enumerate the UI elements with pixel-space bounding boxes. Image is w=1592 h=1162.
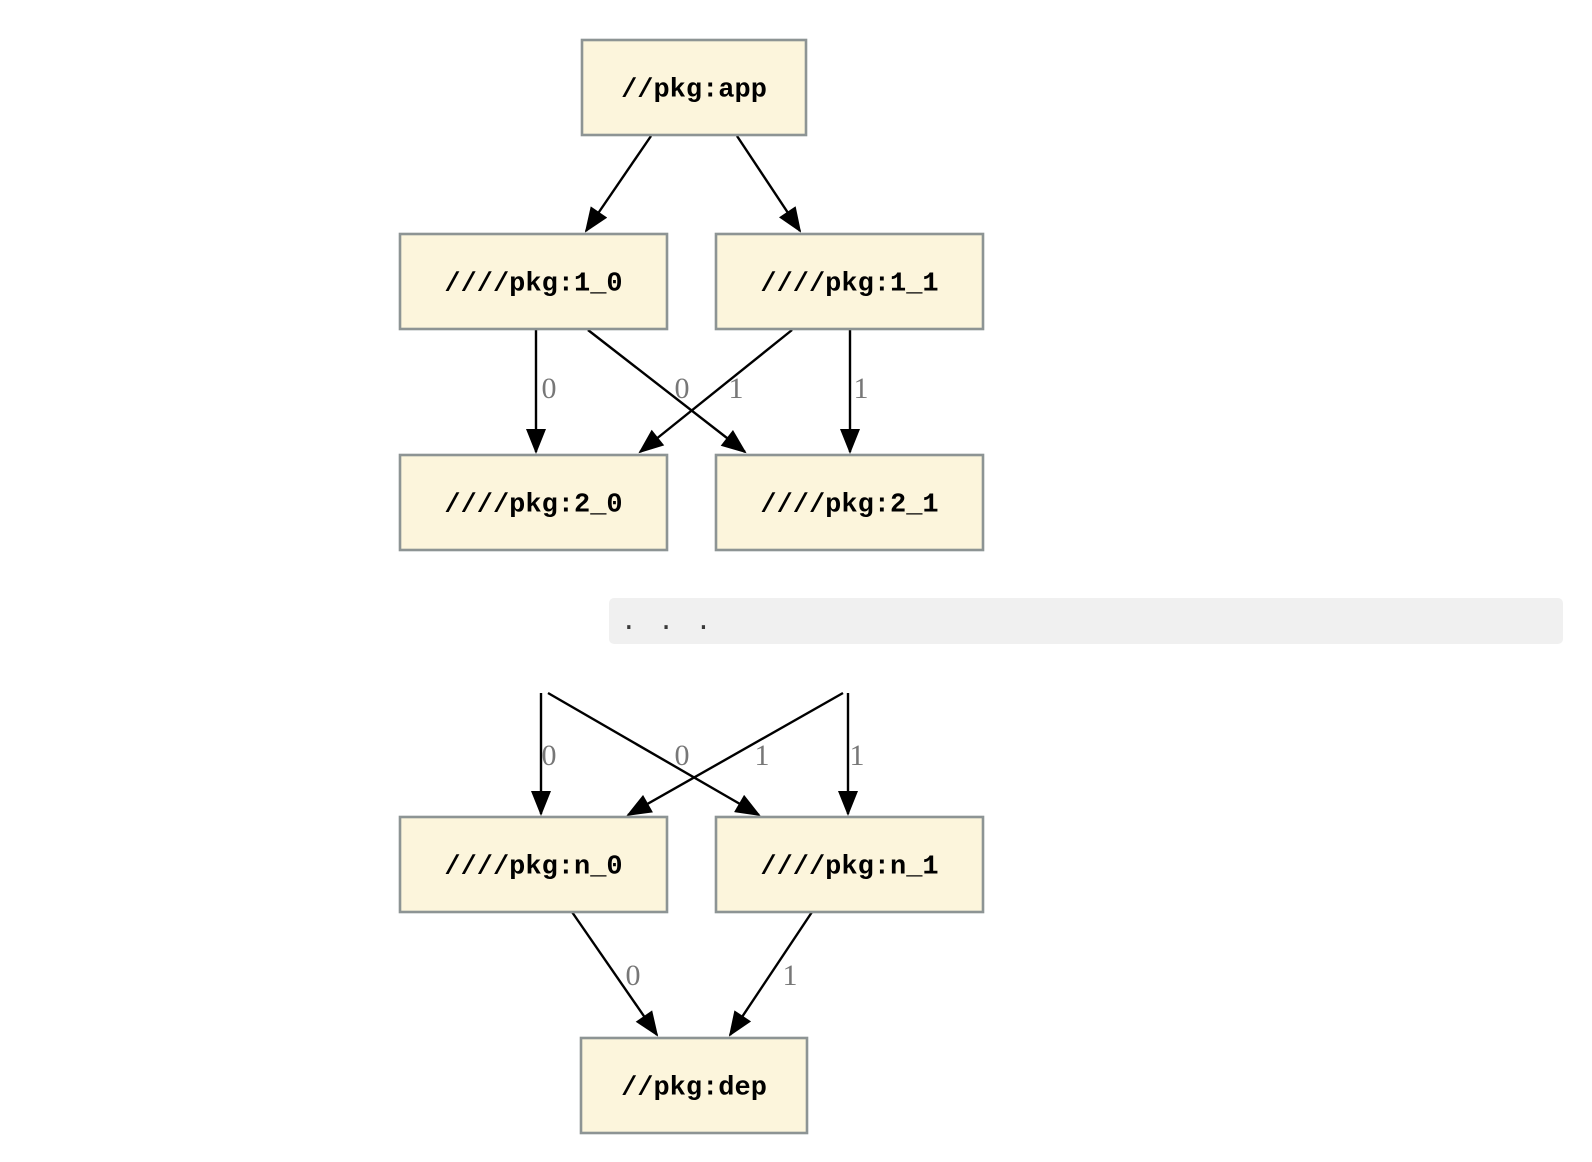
node-pkg-n_0: ////pkg:n_0: [398, 815, 669, 914]
edge-label-pkg-1_0-to-pkg-2_0: 0: [542, 372, 557, 405]
edge-pkg-n_1-to-pkg-dep: [728, 911, 813, 1037]
node-box-pkg-dep: [579, 1036, 809, 1135]
node-box-pkg-2_0: [398, 453, 669, 552]
edge-label-hidden-left-to-pkg-n_0: 0: [542, 739, 557, 772]
edge-pkg-app-to-pkg-1_1: [735, 135, 802, 233]
node-box-pkg-2_1: [714, 453, 985, 552]
edge-pkg-1_1-to-pkg-2_0: [638, 329, 793, 454]
edge-hidden-left-to-pkg-n_1: [547, 691, 761, 817]
node-label-pkg-1_0: ////pkg:1_0: [444, 270, 622, 300]
node-box-pkg-1_1: [714, 232, 985, 331]
node-box-pkg-n_1: [714, 815, 985, 914]
edge-label-pkg-n_0-to-pkg-dep: 0: [626, 959, 641, 992]
node-label-pkg-2_1: ////pkg:2_1: [760, 491, 938, 521]
edge-label-pkg-1_0-to-pkg-2_1: 1: [729, 372, 744, 405]
node-pkg-2_1: ////pkg:2_1: [714, 453, 985, 552]
node-pkg-2_0: ////pkg:2_0: [398, 453, 669, 552]
edge-label-hidden-left-to-pkg-n_1: 1: [755, 739, 770, 772]
node-pkg-dep: //pkg:dep: [579, 1036, 809, 1135]
edge-label-pkg-1_1-to-pkg-2_1: 1: [854, 372, 869, 405]
node-box-pkg-n_0: [398, 815, 669, 914]
node-label-pkg-dep: //pkg:dep: [621, 1074, 767, 1104]
node-label-pkg-2_0: ////pkg:2_0: [444, 491, 622, 521]
edge-label-pkg-n_1-to-pkg-dep: 1: [783, 959, 798, 992]
node-box-pkg-app: [580, 38, 808, 137]
edge-label-pkg-1_1-to-pkg-2_0: 0: [675, 372, 690, 405]
node-pkg-app: //pkg:app: [580, 38, 808, 137]
edge-label-hidden-right-to-pkg-n_1: 1: [850, 739, 865, 772]
edge-hidden-right-to-pkg-n_0: [626, 691, 844, 817]
edge-label-hidden-right-to-pkg-n_0: 0: [675, 739, 690, 772]
edge-pkg-1_0-to-pkg-2_1: [587, 329, 747, 454]
node-pkg-1_1: ////pkg:1_1: [714, 232, 985, 331]
edge-pkg-app-to-pkg-1_0: [584, 135, 652, 233]
node-label-pkg-n_0: ////pkg:n_0: [444, 853, 622, 883]
node-label-pkg-1_1: ////pkg:1_1: [760, 270, 938, 300]
edge-pkg-n_0-to-pkg-dep: [571, 911, 659, 1037]
node-label-pkg-app: //pkg:app: [621, 76, 767, 106]
node-pkg-1_0: ////pkg:1_0: [398, 232, 669, 331]
ellipsis-separator: . . .: [609, 598, 1563, 644]
node-label-pkg-n_1: ////pkg:n_1: [760, 853, 938, 883]
node-pkg-n_1: ////pkg:n_1: [714, 815, 985, 914]
ellipsis-text: . . .: [621, 606, 715, 636]
node-box-pkg-1_0: [398, 232, 669, 331]
